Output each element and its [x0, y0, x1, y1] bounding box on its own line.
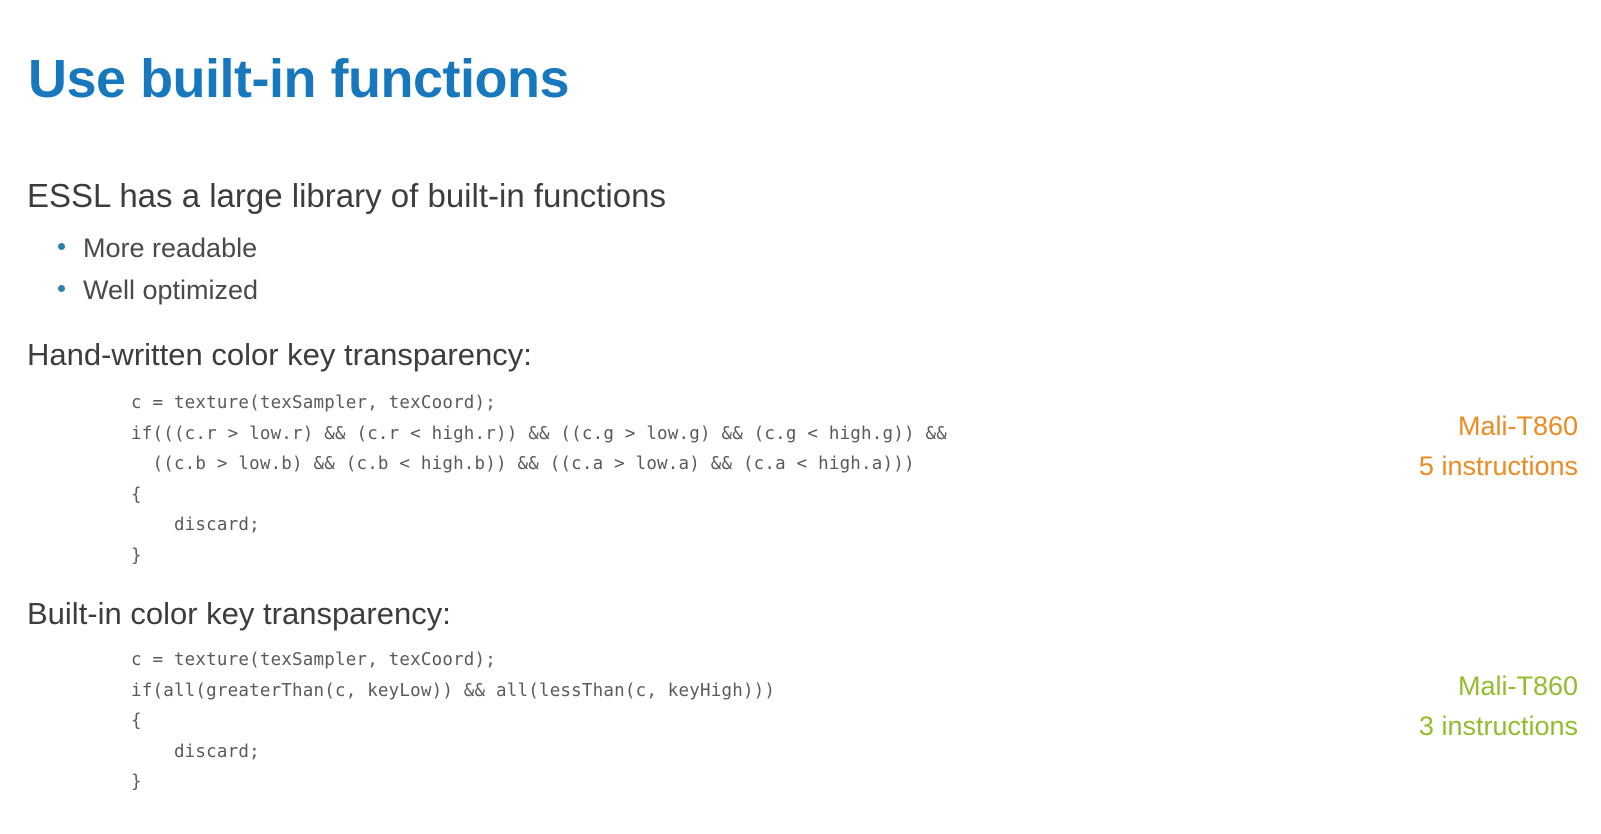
bullet-list: More readable Well optimized — [58, 228, 258, 312]
code-block-hand-written: c = texture(texSampler, texCoord); if(((… — [131, 393, 947, 566]
annotation-device-label: Mali-T860 — [1457, 411, 1578, 441]
section-heading-built-in: Built-in color key transparency: — [27, 596, 451, 631]
annotation-cost-label: 3 instructions — [1418, 711, 1578, 741]
annotation-device-label: Mali-T860 — [1457, 671, 1578, 701]
code-block-built-in: c = texture(texSampler, texCoord); if(al… — [131, 650, 776, 792]
bullet-dot-icon — [58, 284, 65, 292]
annotation-hand-written: Mali-T860 5 instructions — [1419, 406, 1578, 486]
section-heading-hand-written: Hand-written color key transparency: — [27, 337, 532, 372]
intro-text: ESSL has a large library of built-in fun… — [27, 177, 666, 214]
annotation-cost-label: 5 instructions — [1418, 451, 1578, 481]
annotation-built-in: Mali-T860 3 instructions — [1419, 666, 1578, 746]
bullet-dot-icon — [58, 243, 65, 250]
page-title: Use built-in functions — [28, 49, 569, 110]
list-item-label: Well optimized — [83, 274, 259, 305]
list-item-label: More readable — [83, 233, 258, 263]
list-item: Well optimized — [58, 270, 258, 312]
list-item: More readable — [58, 228, 258, 270]
